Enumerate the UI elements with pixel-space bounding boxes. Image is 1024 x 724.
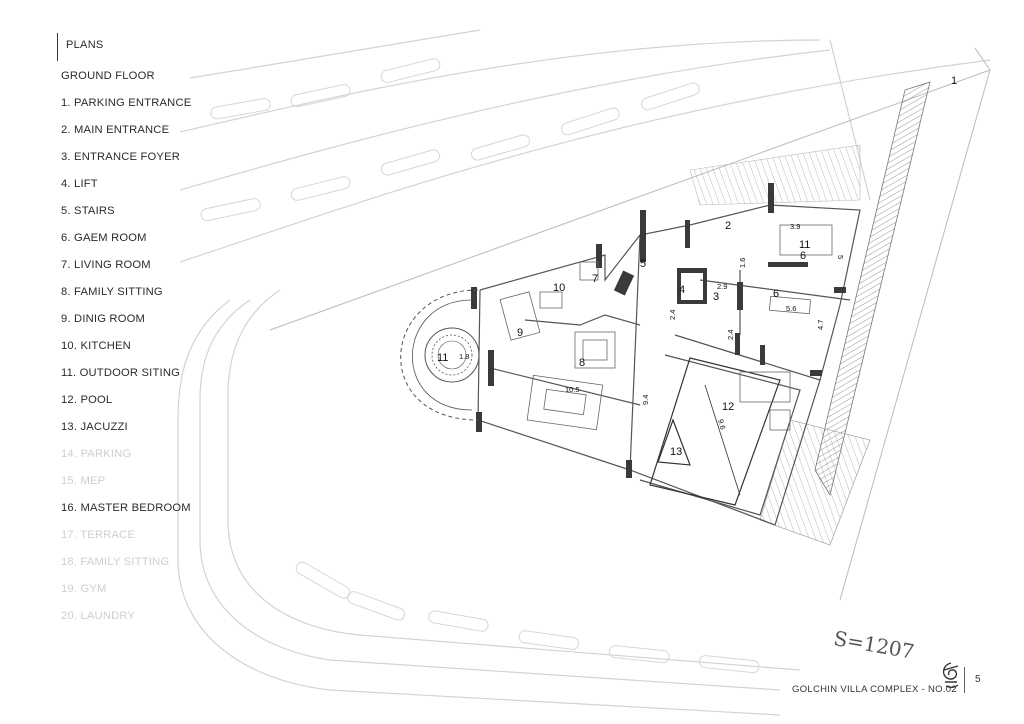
legend-item: 19. GYM	[61, 583, 107, 595]
walls	[471, 183, 846, 478]
dim-game-room-table: 5.6	[786, 304, 796, 313]
legend-item: 4. LIFT	[61, 178, 98, 190]
page-number: 5	[975, 674, 981, 685]
garden-stripes	[689, 144, 861, 206]
legend-item: 8. FAMILY SITTING	[61, 286, 163, 298]
footer-divider	[964, 667, 965, 693]
room-number-kitchen: 10	[553, 282, 565, 294]
legend-item: 7. LIVING ROOM	[61, 259, 151, 271]
dim-fire-pit: 1.8	[459, 352, 469, 361]
steps	[759, 419, 871, 546]
room-number-living-room: 7	[592, 273, 598, 285]
dim-hall-depth: 2.4	[726, 330, 735, 340]
pool-dim-line	[704, 384, 741, 496]
legend-item: 17. TERRACE	[61, 529, 136, 541]
legend-item: 13. JACUZZI	[61, 421, 128, 433]
furniture	[499, 224, 833, 431]
legend-heading: GROUND FLOOR	[61, 70, 155, 82]
site-roads	[177, 29, 991, 716]
room-number-game-room: 6	[773, 288, 779, 300]
legend-item: 2. MAIN ENTRANCE	[61, 124, 170, 136]
legend-item: 5. STAIRS	[61, 205, 115, 217]
room-labels: 1 2 3 4 5 6 6 7 8 9 10 11 11 12 13	[437, 75, 957, 458]
pool	[649, 357, 781, 506]
room-number-outdoor-siting: 11	[437, 352, 448, 364]
room-number-dining-room: 9	[517, 327, 523, 339]
legend-item: 12. POOL	[61, 394, 113, 406]
footer-project-title: GOLCHIN VILLA COMPLEX - NO.02	[792, 684, 957, 695]
legend-item: 3. ENTRANCE FOYER	[61, 151, 181, 163]
dim-foyer-depth: 2.4	[668, 310, 677, 320]
dim-bedroom-depth: 5	[836, 255, 845, 259]
room-legend: GROUND FLOOR 1. PARKING ENTRANCE 2. MAIN …	[61, 69, 191, 636]
section-divider	[57, 33, 58, 61]
room-number-stairs: 5	[640, 258, 646, 270]
legend-item: 14. PARKING	[61, 448, 132, 460]
legend-item: 6. GAEM ROOM	[61, 232, 147, 244]
room-number-bedroom: 11	[799, 239, 810, 251]
legend-item: 9. DINIG ROOM	[61, 313, 146, 325]
room-number-lift: 4	[679, 284, 685, 296]
dim-sitting-width: 10.5	[565, 385, 580, 394]
legend-item: 10. KITCHEN	[61, 340, 131, 352]
dim-foyer-width: 2.9	[717, 282, 727, 291]
room-number-pool: 12	[722, 401, 734, 413]
road-dash-pills	[200, 58, 760, 674]
dim-game-room-side: 4.7	[816, 320, 825, 330]
room-number-parking-entrance: 1	[951, 75, 957, 87]
dim-bedroom-width: 3.9	[790, 222, 800, 231]
studio-logo	[942, 662, 959, 689]
legend-item: 18. FAMILY SITTING	[61, 556, 170, 568]
legend-item: 20. LAUNDRY	[61, 610, 136, 622]
room-number-jacuzzi: 13	[670, 446, 682, 458]
section-title: PLANS	[66, 39, 104, 51]
site-boundary	[269, 47, 991, 601]
legend-item: 1. PARKING ENTRANCE	[61, 97, 192, 109]
legend-item: 11. OUTDOOR SITING	[61, 367, 181, 379]
dim-corridor-width: 1.6	[738, 258, 747, 268]
room-number-main-entrance: 2	[725, 220, 731, 232]
dim-terrace-depth: 9.4	[641, 395, 650, 405]
room-number-game-room-upper: 6	[800, 250, 806, 262]
jacuzzi	[657, 418, 691, 466]
room-number-family-sitting: 8	[579, 357, 585, 369]
legend-item: 16. MASTER BEDROOM	[61, 502, 191, 514]
legend-item: 15. MEP	[61, 475, 106, 487]
outdoor-seating	[400, 289, 480, 421]
room-number-foyer: 3	[713, 291, 719, 303]
dim-pool-length: 9.6	[716, 418, 727, 430]
dimension-labels: 3.9 5 1.6 2.9 5.6 4.7 2.4 2.4 9.6 10.5 9…	[459, 222, 845, 431]
